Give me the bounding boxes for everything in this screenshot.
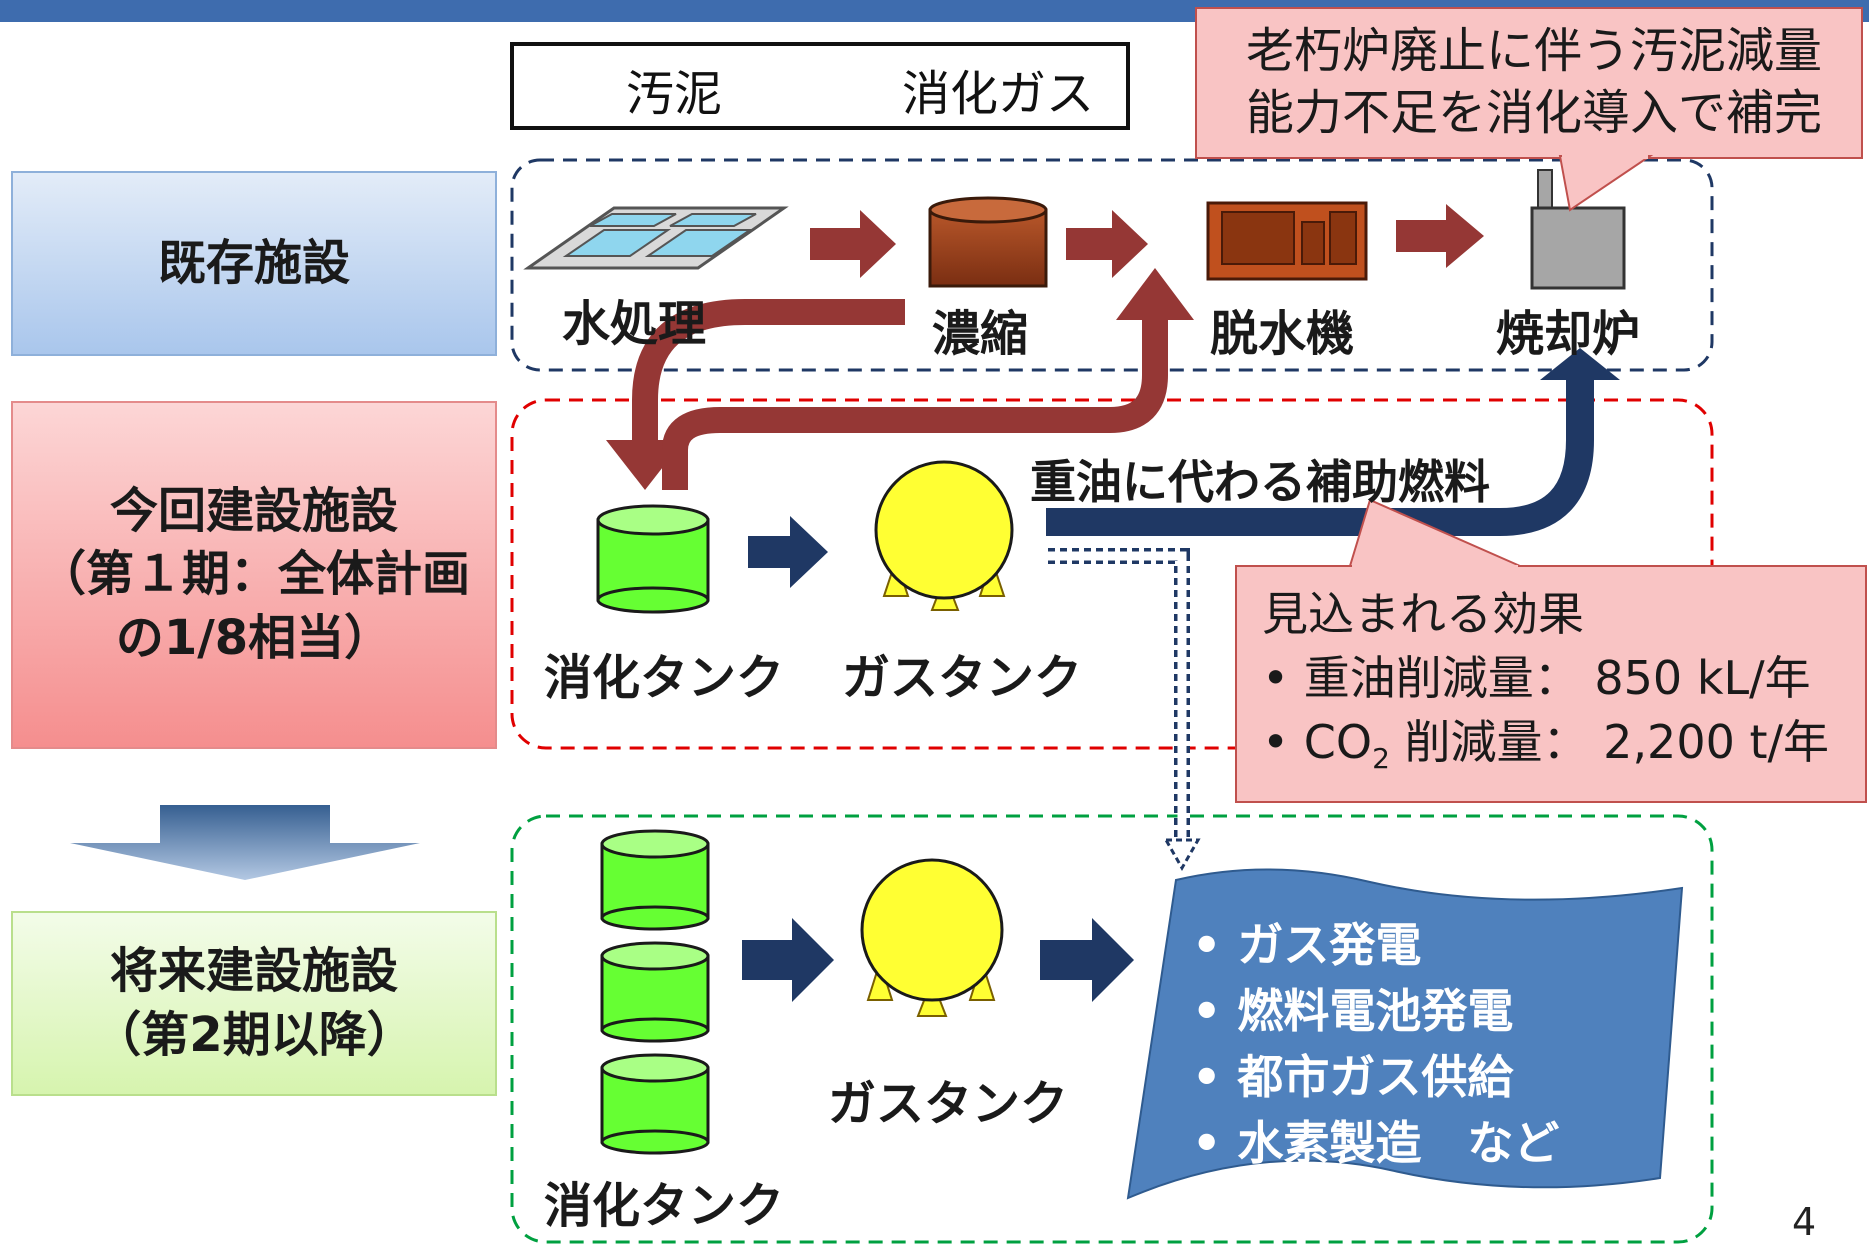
sludge-arrow-2	[1066, 210, 1148, 278]
stage-current-line-3: の1/8相当）	[115, 609, 393, 666]
callout-line-1: 老朽炉廃止に伴う汚泥減量	[1245, 23, 1822, 79]
page-number: 4	[1792, 1200, 1817, 1244]
dewatering-machine-icon	[1206, 201, 1368, 281]
effects-item-2-prefix: CO	[1303, 715, 1373, 769]
callout-text: 老朽炉廃止に伴う汚泥減量 能力不足を消化導入で補完	[1210, 20, 1858, 145]
down-arrow-icon	[70, 805, 420, 880]
label-digestion-tank: 消化タンク	[544, 650, 785, 706]
bullet: •	[1262, 651, 1290, 705]
future-frame	[510, 814, 1714, 1244]
stage-current-line-1: 今回建設施設	[109, 482, 398, 539]
use-item: • 都市ガス供給	[1192, 1050, 1514, 1104]
label-thickening: 濃縮	[932, 306, 1029, 362]
gas-arrow-current	[748, 516, 828, 588]
future-digestion-tank-2	[600, 941, 710, 1043]
use-item: • 燃料電池発電	[1192, 984, 1514, 1038]
existing-stage-bg	[11, 171, 497, 356]
effects-item-1: • 重油削減量： 850 kL/年	[1262, 646, 1862, 710]
stage-future: 将来建設施設 （第2期以降）	[12, 912, 496, 1095]
label-incinerator: 焼却炉	[1496, 306, 1641, 362]
stage-current-line-2: （第１期：全体計画	[37, 546, 470, 603]
digestion-tank-icon	[596, 504, 710, 614]
current-frame	[510, 398, 1714, 750]
use-item: • ガス発電	[1192, 918, 1422, 972]
sludge-arrow-3	[1396, 204, 1484, 268]
uses-list: • ガス発電 • 燃料電池発電 • 都市ガス供給 • 水素製造 など	[1192, 912, 1559, 1176]
future-digestion-tank-1	[600, 829, 710, 931]
label-dewatering: 脱水機	[1210, 306, 1355, 362]
effects-item-1-value: 850 kL/年	[1594, 651, 1811, 705]
stage-existing: 既存施設	[12, 172, 496, 355]
sludge-to-digestion-arrow	[632, 299, 905, 440]
legend-gas-label: 消化ガス	[902, 66, 1095, 122]
future-gas-tank-icon	[860, 858, 1004, 1017]
legend: 汚泥 消化ガス	[510, 42, 1130, 130]
callout-line-2: 能力不足を消化導入で補完	[1245, 85, 1822, 142]
sludge-arrow-1	[810, 210, 896, 278]
use-item: • 水素製造 など	[1192, 1116, 1560, 1170]
stage-future-line-1: 将来建設施設	[109, 943, 398, 1000]
effects-item-2-value: 2,200 t/年	[1603, 715, 1830, 769]
label-aux-fuel: 重油に代わる補助燃料	[1030, 455, 1490, 509]
stage-current: 今回建設施設 （第１期：全体計画 の1/8相当）	[12, 402, 496, 748]
gas-arrow-future-2	[1040, 918, 1134, 1002]
existing-frame	[510, 158, 1714, 372]
label-gas-tank: ガスタンク	[842, 650, 1083, 706]
label-future-gas-tank: ガスタンク	[828, 1076, 1069, 1132]
effects-box	[1235, 498, 1867, 803]
stage-existing-title: 既存施設	[157, 234, 350, 291]
gas-tank-icon	[874, 460, 1014, 611]
effects-title: 見込まれる効果	[1262, 587, 1584, 641]
bullet: •	[1262, 715, 1290, 769]
effects-item-2: • CO2 削減量： 2,200 t/年	[1262, 710, 1862, 791]
incinerator-icon	[1530, 169, 1626, 290]
effects-item-2-label: 削減量：	[1404, 715, 1589, 769]
future-digestion-tank-3	[600, 1053, 710, 1155]
effects-item-1-label: 重油削減量：	[1303, 651, 1580, 705]
thickener-icon	[928, 196, 1048, 288]
legend-sludge-label: 汚泥	[626, 66, 723, 122]
uses-banner	[1126, 868, 1684, 1200]
label-water-treatment: 水処理	[562, 296, 707, 352]
stage-future-line-2: （第2期以降）	[93, 1006, 415, 1063]
label-future-digestion-tank: 消化タンク	[544, 1178, 785, 1234]
aux-fuel-arrow	[1046, 380, 1594, 536]
effects-item-2-sub: 2	[1372, 742, 1390, 776]
effects-text: 見込まれる効果 • 重油削減量： 850 kL/年 • CO2 削減量： 2,2…	[1262, 582, 1862, 791]
callout-bubble	[1195, 7, 1863, 212]
future-stage-bg	[11, 911, 497, 1096]
sludge-to-dewatering-arrow	[662, 318, 1168, 490]
current-stage-bg	[11, 401, 497, 749]
gas-arrow-future-1	[742, 918, 834, 1002]
